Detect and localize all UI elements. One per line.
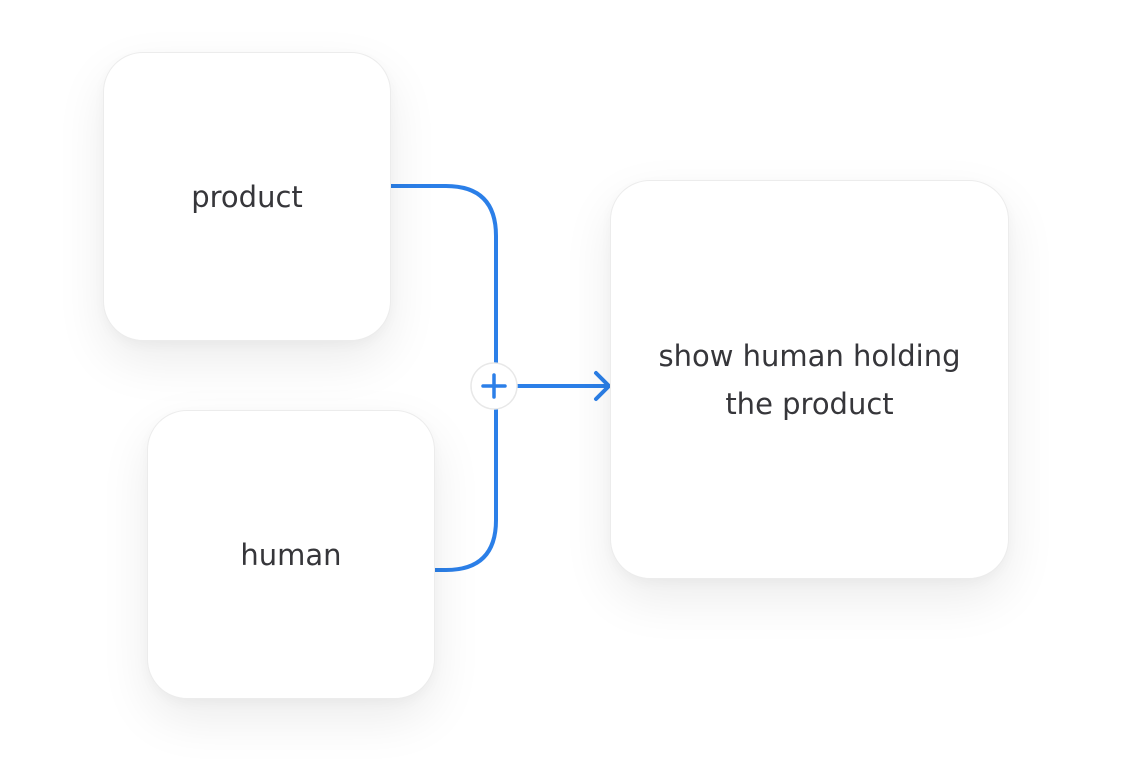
connector-human — [433, 406, 498, 572]
output-card-line-2: the product — [725, 386, 894, 421]
input-card-product-label: product — [191, 179, 303, 214]
input-card-human-label: human — [240, 537, 342, 572]
plus-icon — [470, 362, 518, 410]
output-card: show human holding the product — [610, 180, 1009, 579]
input-card-product: product — [103, 52, 391, 341]
connector-product — [389, 184, 498, 366]
output-card-text: show human holding the product — [659, 332, 961, 428]
arrow-head-icon — [594, 371, 611, 401]
output-card-line-1: show human holding — [658, 338, 961, 373]
input-card-human: human — [147, 410, 435, 699]
